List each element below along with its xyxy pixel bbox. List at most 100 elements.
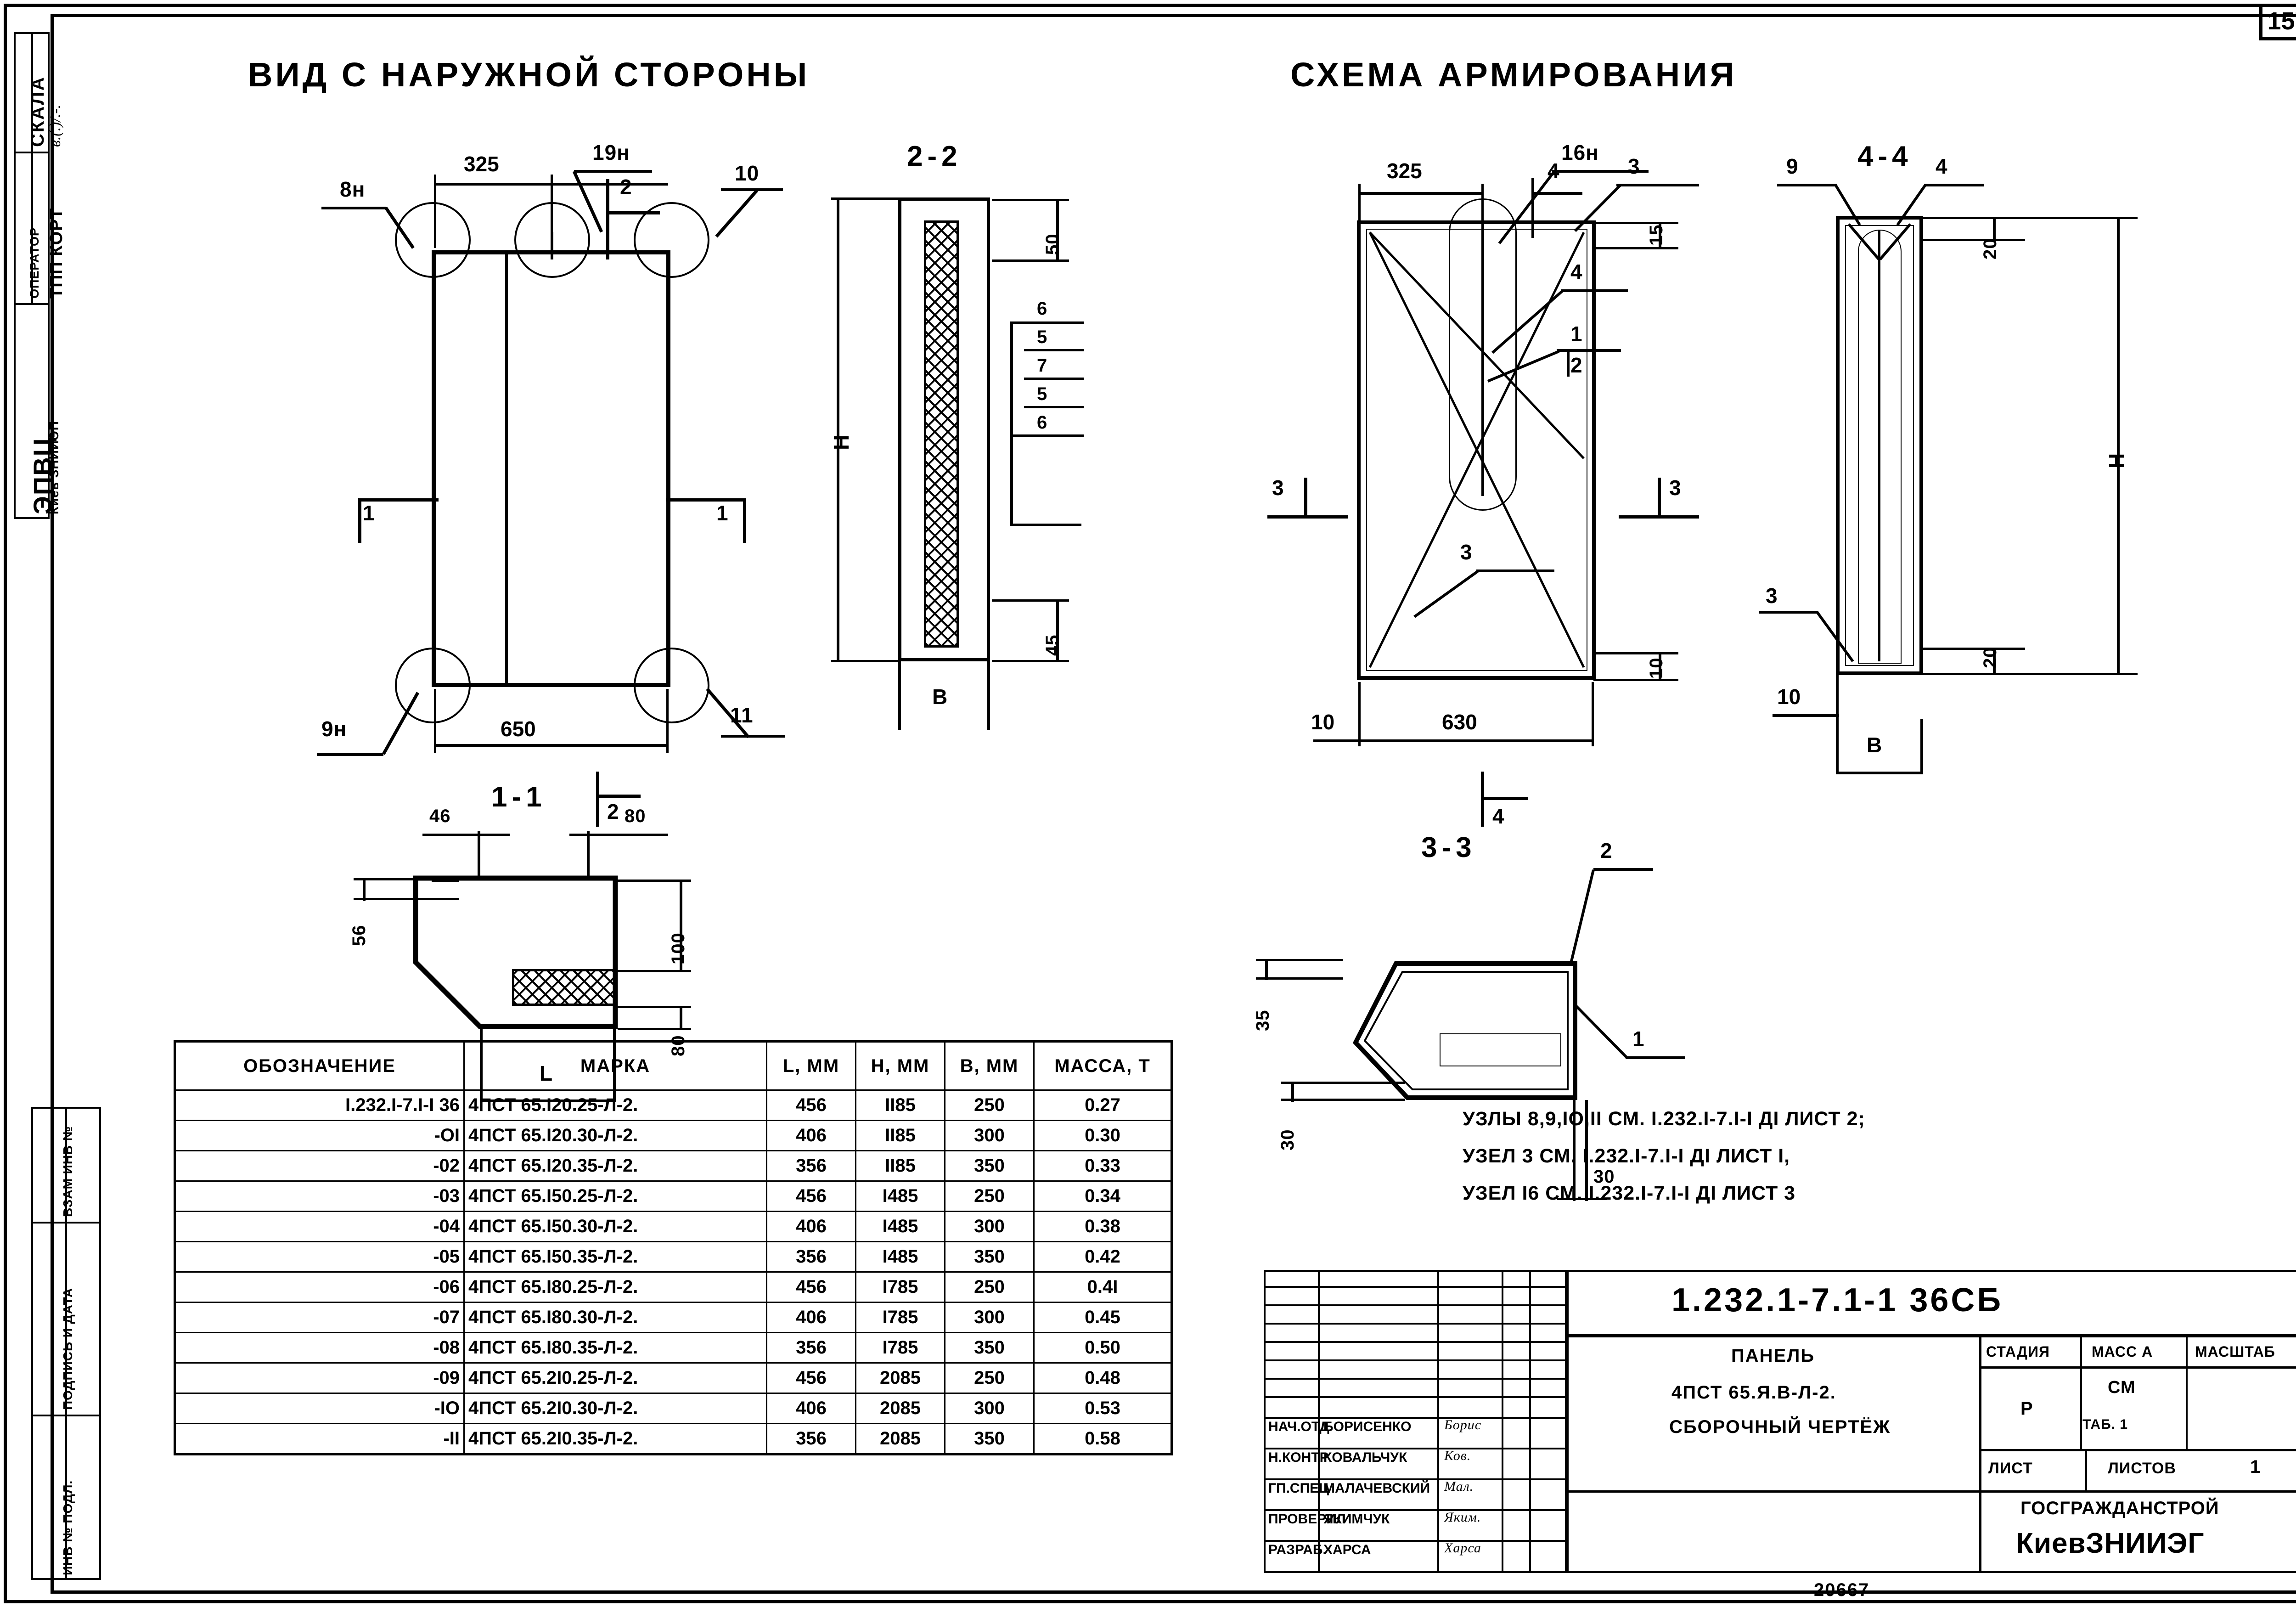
callout-section-3-right: 3 [1669, 476, 1682, 500]
ext-line [618, 1028, 691, 1030]
section-3-3-outline [1352, 961, 1577, 1100]
callout-4-44: 4 [1936, 154, 1948, 178]
margin-field-podpis: ПОДПИСЬ И ДАТА [61, 1287, 75, 1410]
section-4-4-body [1836, 216, 1923, 675]
leader-line-19n [572, 170, 603, 233]
cell-H: 2085 [855, 1362, 945, 1394]
revision-grid-col [1502, 1270, 1503, 1573]
ext-line [1585, 1100, 1588, 1201]
leader-4-mid [1561, 289, 1628, 292]
section-mark-1-left-line [358, 498, 439, 502]
cell-mass: 0.48 [1033, 1362, 1172, 1394]
title-block-divider [1979, 1449, 2296, 1451]
dim-line-630 [1358, 739, 1593, 742]
org-line-2: КиевЗНИИЭГ [2016, 1528, 2205, 1559]
section-mark-2b-line [596, 772, 599, 827]
signer-signature: Ков. [1444, 1448, 1471, 1463]
col-header-B: B, ММ [944, 1041, 1035, 1091]
cell-L: 356 [766, 1423, 856, 1455]
title-block-divider [1567, 1334, 2296, 1337]
ext-line [1010, 434, 1084, 437]
dim-line-B-44 [1836, 772, 1923, 774]
bottom-code: 20667 [1814, 1580, 1870, 1600]
leader-3-44 [1759, 611, 1818, 614]
section-mark-1-right-line [666, 498, 746, 502]
ext-line [1922, 673, 2138, 675]
leader-8n [321, 207, 386, 209]
dim-stack-spine [1010, 321, 1013, 524]
dim-line-80t [569, 834, 668, 836]
col-header-mass: МАССА, Т [1033, 1041, 1172, 1091]
leader-line-9n [382, 692, 420, 755]
anchor-circle-br [634, 648, 709, 723]
cell-B: 300 [944, 1393, 1035, 1424]
leader-line-2-33 [1570, 869, 1595, 962]
cell-B: 250 [944, 1180, 1035, 1212]
ext-line [1920, 719, 1923, 774]
ext-line [1281, 1082, 1405, 1084]
callout-2-bar [1567, 351, 1570, 377]
ext-line [618, 970, 691, 972]
leader-10 [721, 188, 783, 191]
cell-designation: -II [174, 1423, 465, 1455]
leader-line-16n [1498, 170, 1556, 244]
callout-section-1-right: 1 [716, 501, 729, 525]
revision-grid-row [1264, 1304, 1567, 1306]
cell-H: II85 [855, 1120, 945, 1151]
mass-label: МАСС А [2092, 1343, 2153, 1360]
ext-line [1593, 222, 1678, 224]
section-mark-3-right-arrow [1658, 478, 1661, 518]
leader-2-33 [1593, 868, 1653, 871]
cell-designation: -06 [174, 1271, 465, 1303]
cell-mark: 4ПСТ 65.I80.30-Л-2. [463, 1302, 767, 1333]
ext-line [987, 661, 990, 730]
revision-grid-row [1264, 1540, 1567, 1542]
revision-grid-row [1264, 1341, 1567, 1343]
ext-line [1358, 184, 1361, 225]
ext-line [1024, 349, 1084, 351]
section-mark-3-left-line [1267, 515, 1348, 519]
ext-line [1836, 675, 1839, 719]
ext-line [1593, 652, 1678, 654]
doc-code: 1.232.1-7.1-1 36СБ [1671, 1282, 2003, 1319]
section-mark-2-arrow [609, 211, 660, 214]
ext-line [1593, 679, 1678, 681]
dim-6-bottom: 6 [1037, 412, 1048, 433]
cell-B: 350 [944, 1423, 1035, 1455]
leader-line-3-top [1574, 184, 1621, 232]
cell-designation: -OI [174, 1120, 465, 1151]
section-mark-4b-line [1481, 772, 1484, 827]
section-mark-2b-arrow [599, 795, 641, 798]
cell-mass: 0.34 [1033, 1180, 1172, 1212]
cell-L: 356 [766, 1150, 856, 1182]
cell-designation: I.232.I-7.I-I 36 [174, 1089, 465, 1121]
cell-mark: 4ПСТ 65.I20.30-Л-2. [463, 1120, 767, 1151]
cell-L: 456 [766, 1089, 856, 1121]
cell-designation: -05 [174, 1241, 465, 1273]
ext-line [551, 175, 553, 248]
signer-name: МАЛАЧЕВСКИЙ [1323, 1481, 1430, 1496]
insulation-hatch-1-1 [512, 969, 618, 1006]
dim-line-30l [1291, 1082, 1294, 1102]
cell-mark: 4ПСТ 65.I50.35-Л-2. [463, 1241, 767, 1273]
signer-role: РАЗРАБ. [1268, 1542, 1327, 1557]
dim-line-30b [1557, 1198, 1607, 1200]
section-1-1-outline [413, 875, 618, 1029]
ext-line [1256, 977, 1343, 980]
callout-3-44: 3 [1766, 584, 1778, 608]
cell-B: 250 [944, 1271, 1035, 1303]
section-3-3-opening [1440, 1033, 1561, 1066]
dim-line-56 [363, 878, 366, 901]
margin-label-operator-sub: ТПП КОРТ [47, 208, 66, 299]
cell-B: 300 [944, 1302, 1035, 1333]
ext-line [992, 599, 1069, 602]
stage-value: Р [2020, 1398, 2033, 1419]
callout-19n: 19н [592, 141, 630, 164]
dim-5-upper: 5 [1037, 327, 1048, 347]
title-block-divider [2186, 1334, 2188, 1449]
